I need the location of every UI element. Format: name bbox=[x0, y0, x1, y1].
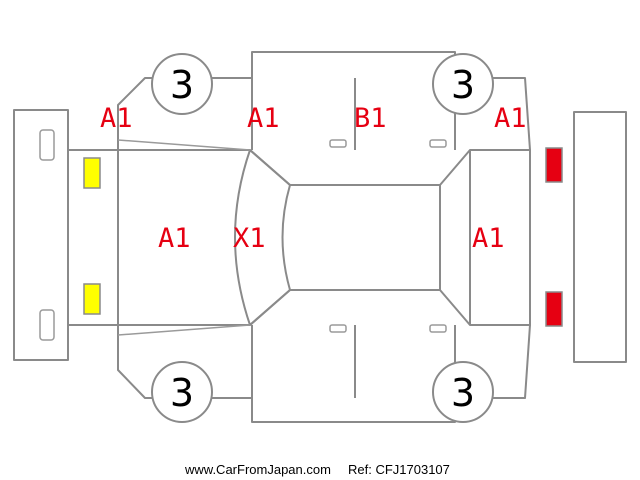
damage-code-tailgate: A1 bbox=[472, 223, 505, 254]
damage-code-rear-left-quarter: A1 bbox=[494, 103, 527, 134]
car-body-outline bbox=[68, 149, 531, 326]
rear-right-light bbox=[545, 291, 563, 327]
tire-front-left: 3 bbox=[151, 53, 213, 115]
tire-rear-right: 3 bbox=[432, 361, 494, 423]
damage-code-front-left-fender: A1 bbox=[100, 103, 133, 134]
damage-code-rear-left-door: B1 bbox=[354, 103, 387, 134]
rear-bumper bbox=[573, 111, 627, 363]
tire-rear-right-tread: 3 bbox=[451, 371, 475, 415]
damage-code-hood: A1 bbox=[158, 223, 191, 254]
front-left-light bbox=[83, 157, 101, 189]
front-bumper bbox=[13, 109, 69, 361]
rear-left-light bbox=[545, 147, 563, 183]
tire-front-left-tread: 3 bbox=[170, 63, 194, 107]
footer-ref: Ref: CFJ1703107 bbox=[348, 462, 450, 477]
damage-code-front-left-door: A1 bbox=[247, 103, 280, 134]
tire-front-right: 3 bbox=[151, 361, 213, 423]
front-right-light bbox=[83, 283, 101, 315]
tire-front-right-tread: 3 bbox=[170, 371, 194, 415]
tire-rear-left: 3 bbox=[432, 53, 494, 115]
damage-code-windshield: X1 bbox=[233, 223, 266, 254]
tire-rear-left-tread: 3 bbox=[451, 63, 475, 107]
footer-site: www.CarFromJapan.com bbox=[184, 462, 331, 477]
